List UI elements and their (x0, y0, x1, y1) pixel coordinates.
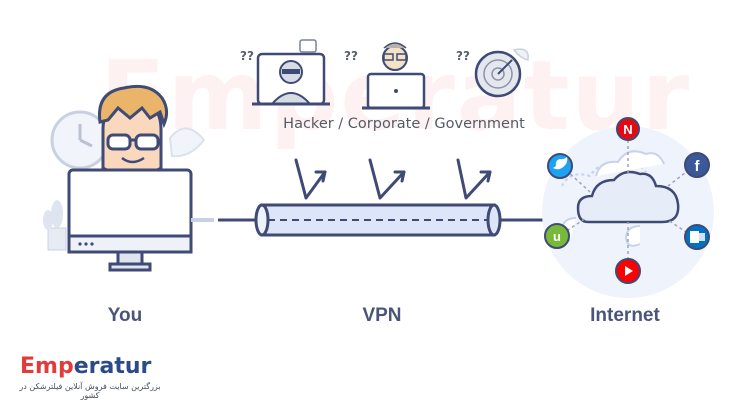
person-avatar (98, 84, 169, 178)
netflix-icon: N (616, 117, 640, 141)
deflected-arrows (294, 158, 492, 200)
svg-text:f: f (695, 158, 701, 175)
utorrent-icon: u (544, 223, 570, 249)
svg-text:N: N (623, 122, 632, 137)
logo-eratur: eratur (73, 354, 152, 379)
plant-icon (43, 200, 67, 251)
logo-emp: Emp (20, 354, 74, 379)
facebook-icon: f (684, 152, 710, 178)
vpn-tunnel (254, 203, 502, 237)
brand-logo[interactable]: Emperatur (20, 354, 151, 379)
you-label: You (107, 305, 143, 326)
hacker-icon (252, 39, 330, 106)
unknown-mark: ?? (240, 49, 254, 63)
outlook-icon (684, 224, 710, 250)
speech-bubble (168, 127, 206, 158)
corporate-icon (362, 42, 430, 110)
government-radar-icon (474, 48, 529, 98)
logo-tagline: بزرگترین سایت فروش آنلاین فیلترشکن در کش… (19, 382, 161, 400)
vpn-label: VPN (362, 305, 402, 326)
user-illustration (43, 84, 214, 272)
svg-text:u: u (553, 229, 561, 244)
internet-cloud (542, 126, 714, 298)
twitter-icon (547, 153, 573, 179)
threats-label: Hacker / Corporate / Government (283, 116, 525, 132)
unknown-mark: ?? (456, 49, 470, 63)
monitor-icon (67, 168, 193, 272)
unknown-mark: ?? (344, 49, 358, 63)
youtube-icon (615, 258, 641, 284)
internet-label: Internet (590, 305, 660, 326)
